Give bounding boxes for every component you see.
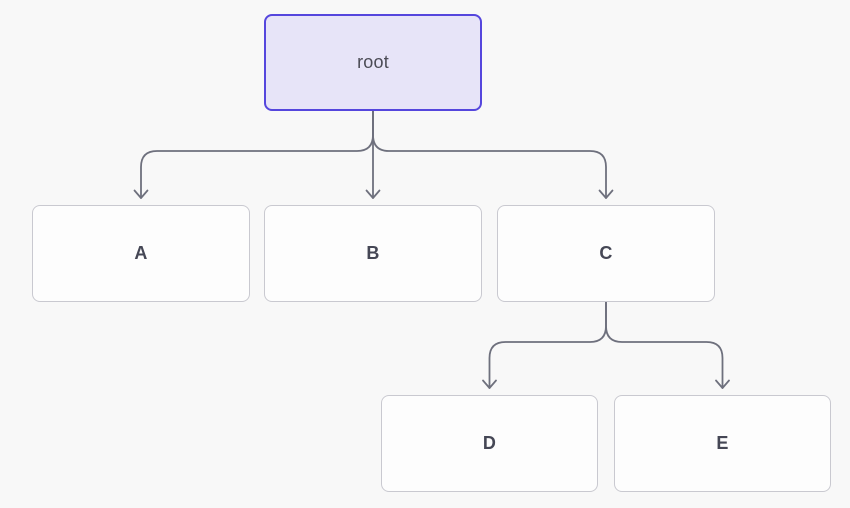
arrowhead-icon xyxy=(598,189,614,199)
tree-edge-C-D xyxy=(482,301,607,389)
edge-line xyxy=(605,301,724,389)
arrowhead-icon xyxy=(482,379,497,389)
tree-node-C[interactable]: C xyxy=(497,205,715,302)
tree-node-D[interactable]: D xyxy=(381,395,598,492)
arrowhead-icon xyxy=(133,189,149,199)
arrowhead-icon xyxy=(715,379,730,389)
tree-node-root[interactable]: root xyxy=(264,14,482,111)
tree-node-E[interactable]: E xyxy=(614,395,831,492)
tree-edge-C-E xyxy=(605,301,730,389)
edge-line xyxy=(372,110,607,199)
arrowhead-icon xyxy=(365,189,381,199)
tree-edge-root-C xyxy=(372,110,614,199)
tree-node-B[interactable]: B xyxy=(264,205,482,302)
tree-node-A[interactable]: A xyxy=(32,205,250,302)
edge-line xyxy=(488,301,607,389)
